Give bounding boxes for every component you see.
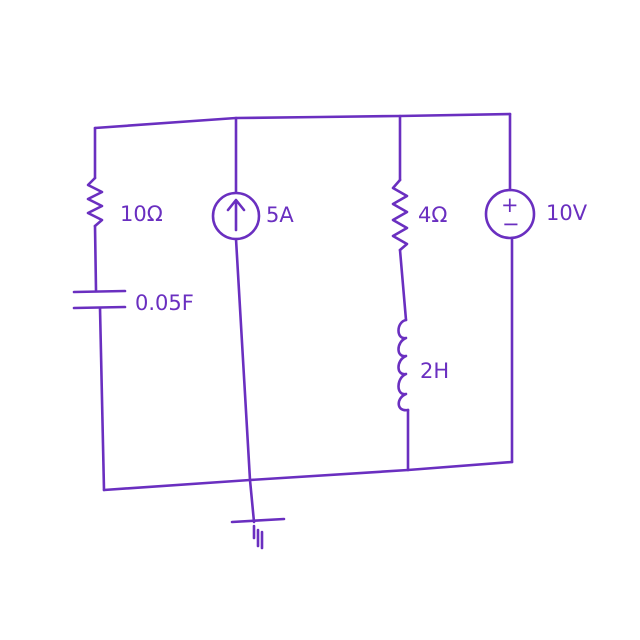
capacitor-plate-top xyxy=(72,289,127,294)
ground-icon xyxy=(230,517,286,550)
ground-wire xyxy=(248,478,256,524)
right-branch-wire-mid xyxy=(398,248,408,322)
up-arrow-icon xyxy=(226,198,246,232)
capacitor-label: 0.05F xyxy=(135,291,194,315)
inductor-2H xyxy=(397,318,410,412)
current-source-label: 5A xyxy=(266,203,294,227)
left-branch-wire-mid xyxy=(93,224,98,292)
resistor-10-ohm xyxy=(86,176,104,228)
left-branch-wire-bottom xyxy=(98,306,106,492)
inductor-label: 2H xyxy=(420,359,449,383)
top-wire xyxy=(93,112,512,130)
bottom-wire xyxy=(102,460,514,492)
voltage-source-circle xyxy=(484,188,536,240)
voltage-source-label: 10V xyxy=(546,201,588,225)
voltage-source-plus: + xyxy=(501,193,519,217)
voltage-source-minus: − xyxy=(502,212,520,236)
resistor-4-ohm xyxy=(391,178,409,252)
resistor-4-ohm-label: 4Ω xyxy=(418,203,447,227)
resistor-10-ohm-label: 10Ω xyxy=(120,202,163,226)
current-source-wire-bottom xyxy=(234,237,252,482)
